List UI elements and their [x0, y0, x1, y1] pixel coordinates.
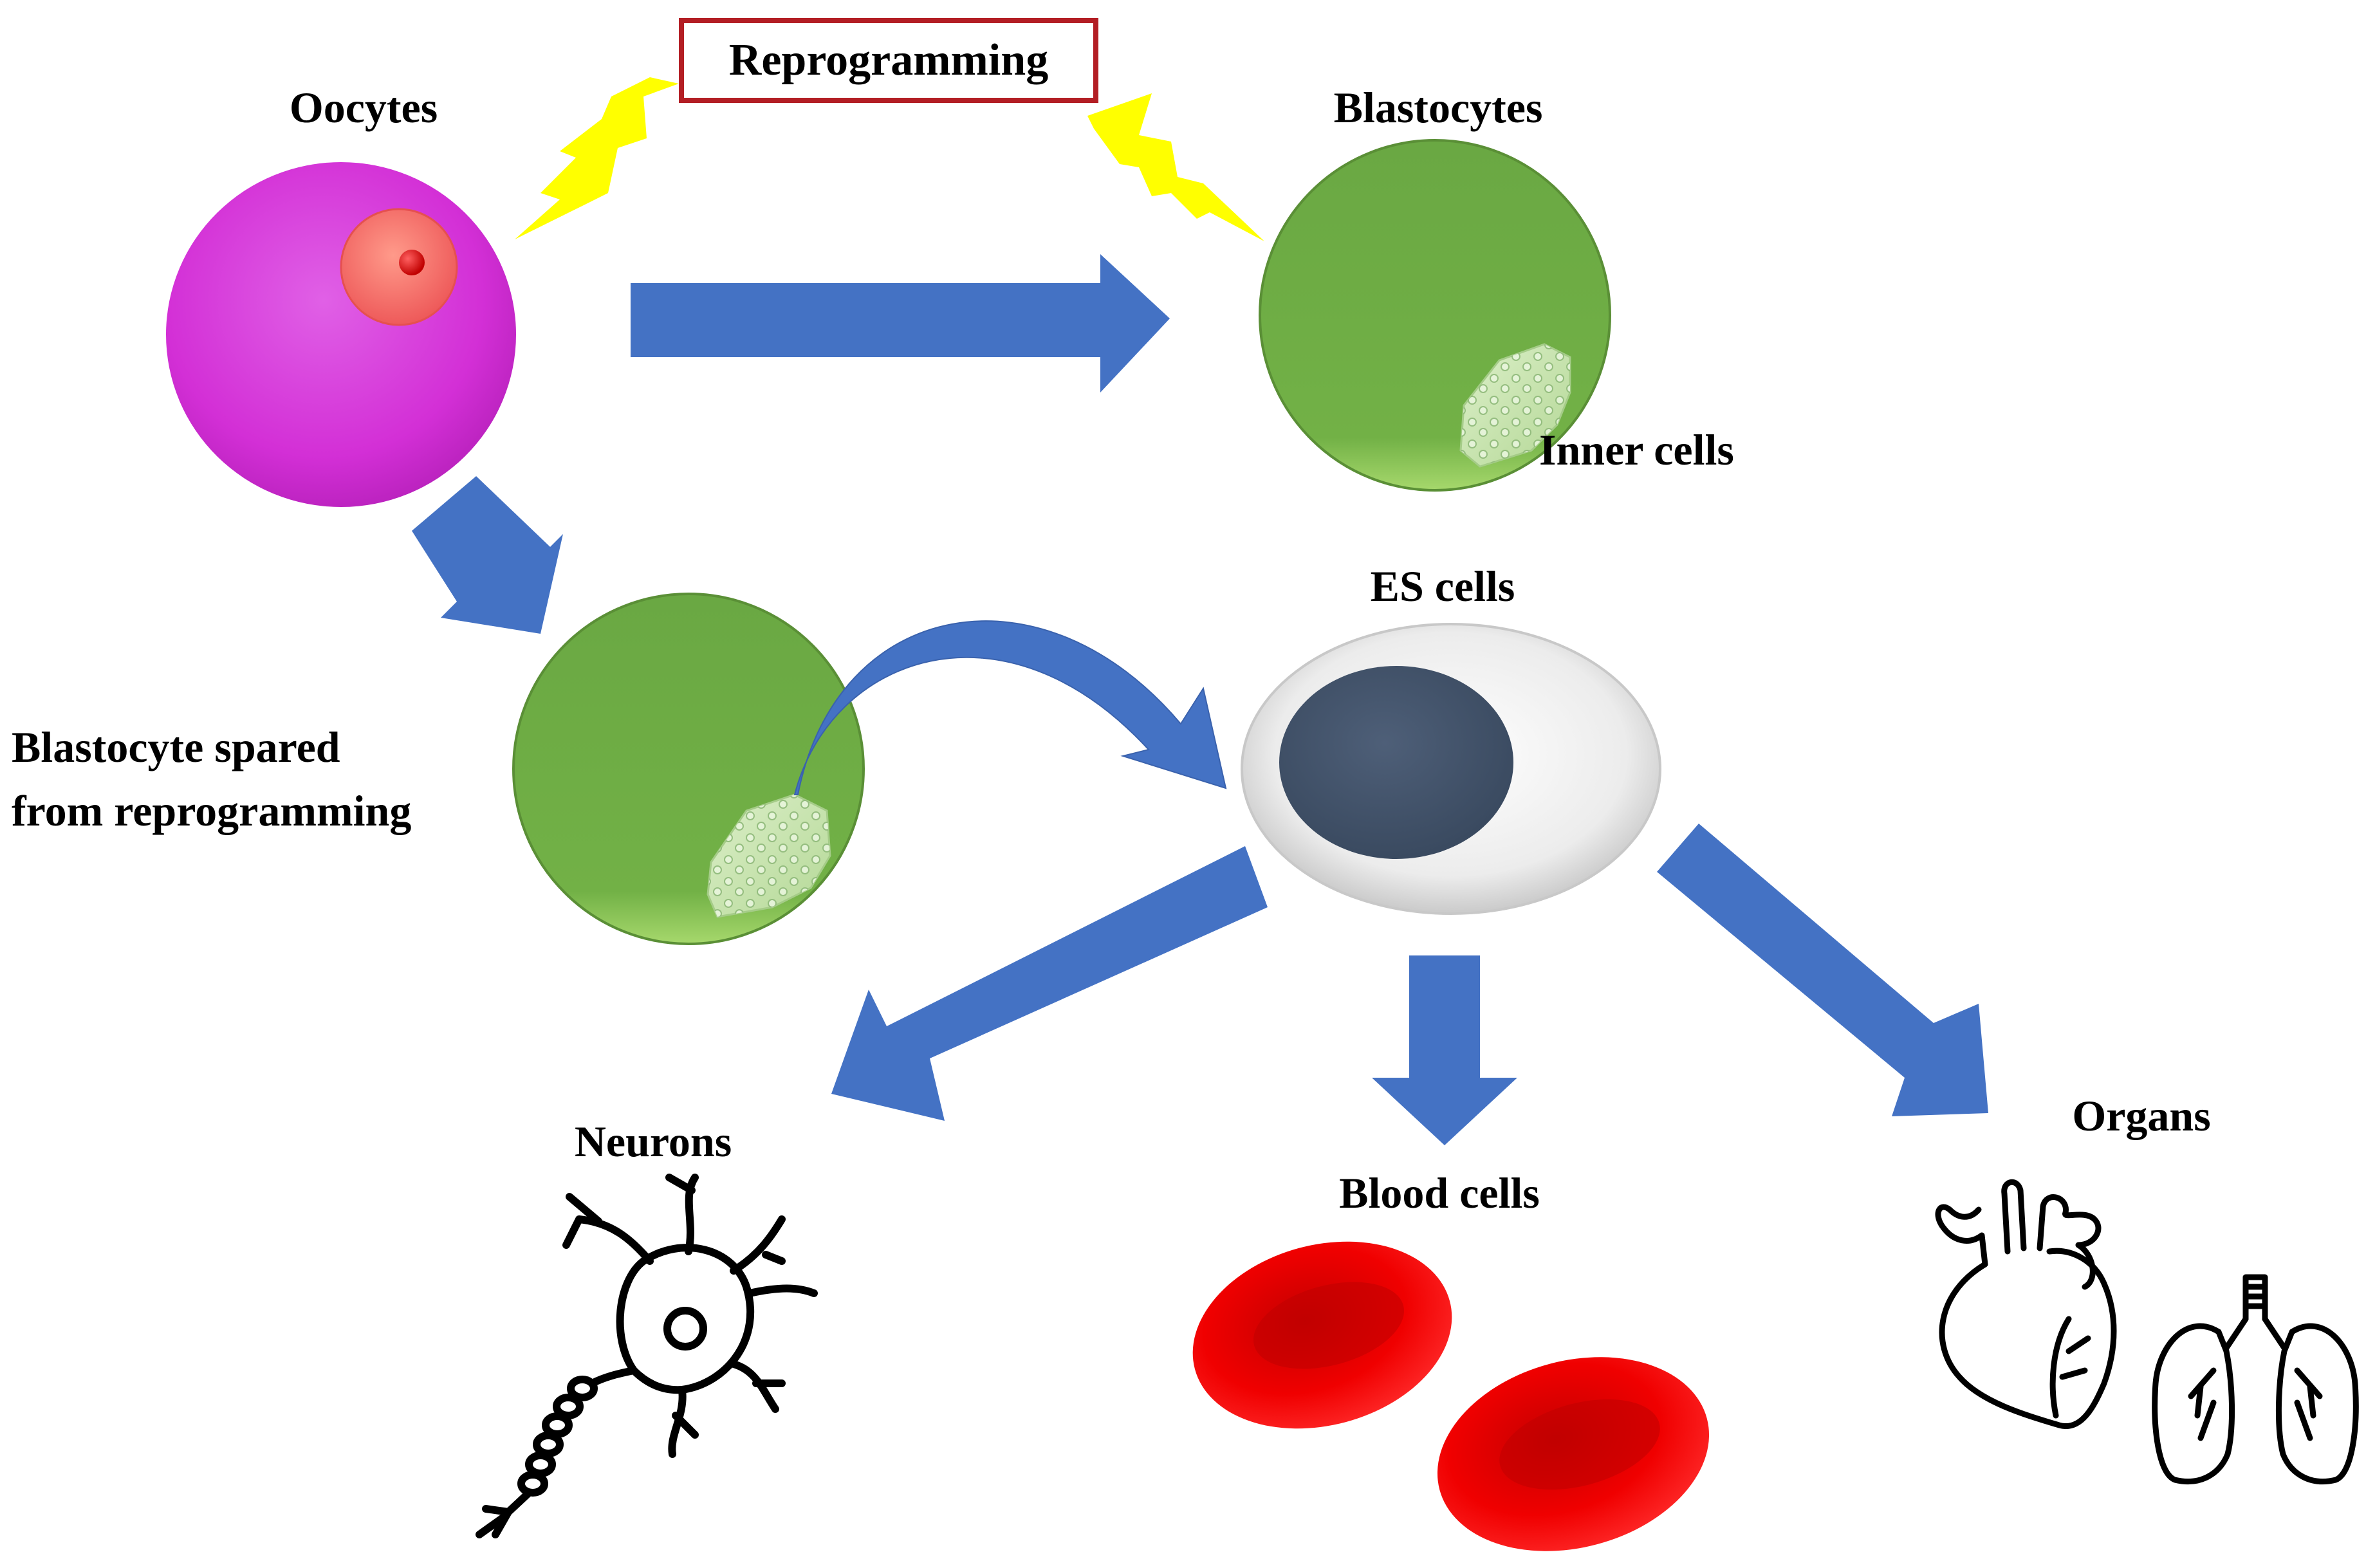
arrow-curved-spared-to-es: [793, 620, 1227, 795]
reprogramming-label: Reprogramming: [728, 35, 1049, 85]
neuron-icon: [476, 1174, 818, 1538]
neurons-label: Neurons: [574, 1117, 732, 1166]
lightning-left: [515, 77, 679, 239]
es-cells-label: ES cells: [1370, 562, 1515, 611]
blood-cells-label: Blood cells: [1339, 1168, 1540, 1217]
lightning-right: [1087, 93, 1264, 241]
blastocyte-spared-line-2: from reprogramming: [12, 786, 412, 835]
arrow-es-to-blood: [1372, 955, 1517, 1145]
reprogramming-box: Reprogramming: [679, 18, 1098, 103]
arrow-es-to-neurons: [831, 846, 1268, 1121]
es-cell-nucleus: [1279, 666, 1513, 859]
oocyte-cell: [166, 162, 516, 507]
es-cell: [1241, 623, 1661, 915]
organs-label: Organs: [2072, 1091, 2211, 1140]
heart-icon: [1935, 1179, 2117, 1430]
blastocyte-spared: [512, 593, 865, 945]
arrow-es-to-organs: [1657, 824, 1988, 1116]
lungs-icon: [2152, 1274, 2359, 1485]
oocytes-label: Oocytes: [289, 83, 438, 132]
blood-cell-2: [1437, 1357, 1710, 1551]
inner-cells-label: Inner cells: [1539, 425, 1734, 474]
blastocyte-spared-label: Blastocyte spared from reprogramming: [12, 715, 501, 842]
oocyte-nucleolus: [399, 250, 425, 275]
blood-cell-1: [1192, 1241, 1452, 1429]
oocyte-nucleus: [340, 208, 458, 326]
blastocytes-label: Blastocytes: [1333, 83, 1543, 132]
blastocyte-spared-line-1: Blastocyte spared: [12, 723, 340, 771]
arrow-oocyte-to-blastocyte: [631, 254, 1170, 392]
arrow-oocyte-to-spared: [412, 476, 563, 634]
blastocyte-top: [1259, 139, 1611, 492]
